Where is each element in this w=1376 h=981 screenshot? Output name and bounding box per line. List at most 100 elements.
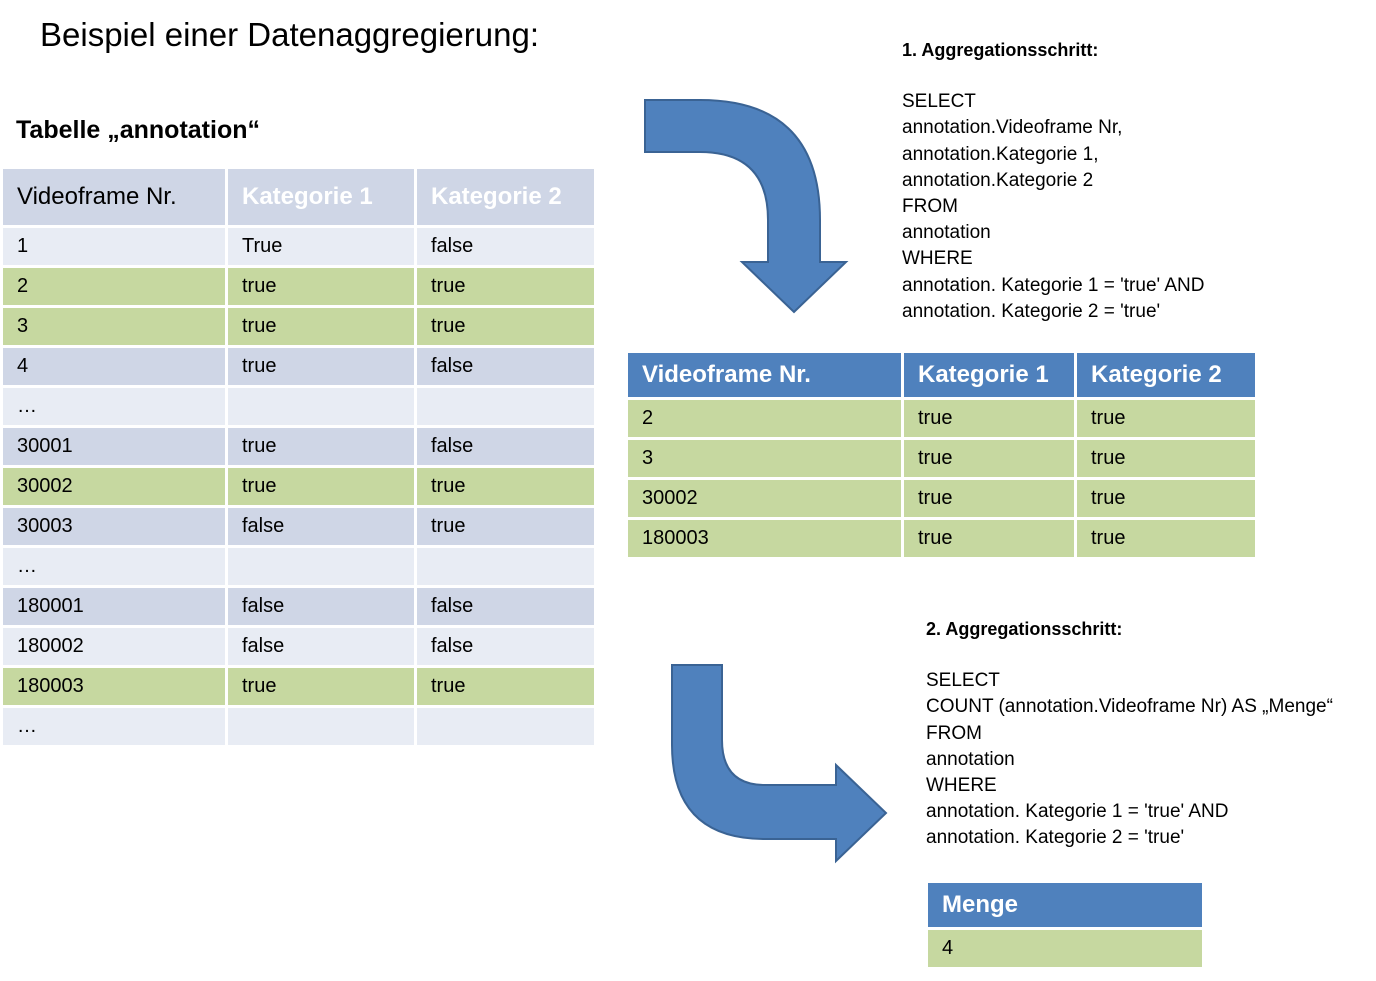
table-row: 180003 true true xyxy=(0,665,597,708)
sql-line: annotation. Kategorie 1 = 'true' AND xyxy=(926,801,1229,823)
table-cell: false xyxy=(414,225,597,268)
table-cell xyxy=(414,545,597,588)
sql-line: annotation. Kategorie 2 = 'true' xyxy=(902,300,1161,322)
table-cell: 30003 xyxy=(0,505,228,548)
table-cell: 3 xyxy=(625,437,904,480)
sql-line: annotation. Kategorie 2 = 'true' xyxy=(926,827,1185,849)
table-cell: true xyxy=(414,305,597,348)
table-row: … xyxy=(0,545,597,588)
curved-arrow-step2 xyxy=(671,664,888,864)
table-cell: true xyxy=(414,465,597,508)
table-row: 4 true false xyxy=(0,345,597,388)
table-row: 180002 false false xyxy=(0,625,597,668)
table-row: 4 xyxy=(925,927,1205,970)
table-cell: 180001 xyxy=(0,585,228,628)
table-cell: 4 xyxy=(0,345,228,388)
table-cell: false xyxy=(414,425,597,468)
sql-line: annotation xyxy=(902,222,991,244)
table-cell xyxy=(225,385,417,428)
table-cell: 3 xyxy=(0,305,228,348)
sql-line: SELECT xyxy=(926,670,1000,692)
table-row: 30001 true false xyxy=(0,425,597,468)
curved-arrow-step1 xyxy=(644,99,849,314)
table-row: 3 true true xyxy=(625,437,1258,480)
sql-line: COUNT (annotation.Videoframe Nr) AS „Men… xyxy=(926,696,1333,718)
step-heading: 1. Aggregationsschritt: xyxy=(902,40,1099,60)
sql-line: annotation.Videoframe Nr, xyxy=(902,117,1123,139)
table-row: 30002 true true xyxy=(625,477,1258,520)
table-cell: true xyxy=(225,465,417,508)
table-cell: 30002 xyxy=(0,465,228,508)
sql-line: annotation.Kategorie 1, xyxy=(902,143,1099,165)
table-row: 180001 false false xyxy=(0,585,597,628)
table-row: 3 true true xyxy=(0,305,597,348)
table-row: 2 true true xyxy=(0,265,597,308)
sql-line: FROM xyxy=(902,196,958,218)
column-header: Kategorie 1 xyxy=(225,166,417,228)
step-heading: 2. Aggregationsschritt: xyxy=(926,619,1123,639)
column-header: Menge xyxy=(925,880,1205,930)
table-cell: … xyxy=(0,385,228,428)
sql-line: annotation. Kategorie 1 = 'true' AND xyxy=(902,274,1205,296)
table-row: … xyxy=(0,385,597,428)
table-cell: 4 xyxy=(925,927,1205,970)
table-cell: true xyxy=(225,305,417,348)
table-cell: 1 xyxy=(0,225,228,268)
table-cell xyxy=(414,705,597,748)
table-cell: true xyxy=(1074,477,1258,520)
sql-line: SELECT xyxy=(902,91,976,113)
table-cell: true xyxy=(225,425,417,468)
table-row: 2 true true xyxy=(625,397,1258,440)
table-header-row: Videoframe Nr. Kategorie 1 Kategorie 2 xyxy=(0,166,597,228)
table-row: … xyxy=(0,705,597,748)
table-cell: true xyxy=(1074,517,1258,560)
table-cell: true xyxy=(1074,437,1258,480)
table-cell: false xyxy=(414,345,597,388)
table-row: 1 True false xyxy=(0,225,597,268)
table-cell: true xyxy=(414,665,597,708)
table-header-row: Videoframe Nr. Kategorie 1 Kategorie 2 xyxy=(625,350,1258,400)
table-cell: 2 xyxy=(0,265,228,308)
table-caption: Tabelle „annotation“ xyxy=(16,116,260,144)
table-cell: true xyxy=(901,477,1077,520)
table-cell: true xyxy=(1074,397,1258,440)
table-cell: 180003 xyxy=(0,665,228,708)
sql-line: WHERE xyxy=(902,248,973,270)
table-cell: 180002 xyxy=(0,625,228,668)
table-cell xyxy=(225,705,417,748)
column-header: Kategorie 2 xyxy=(414,166,597,228)
table-cell: false xyxy=(414,585,597,628)
table-cell: true xyxy=(901,397,1077,440)
table-cell: true xyxy=(225,665,417,708)
column-header: Kategorie 1 xyxy=(901,350,1077,400)
table-cell xyxy=(225,545,417,588)
column-header: Kategorie 2 xyxy=(1074,350,1258,400)
table-cell: … xyxy=(0,545,228,588)
table-cell xyxy=(414,385,597,428)
table-cell: true xyxy=(901,517,1077,560)
column-header: Videoframe Nr. xyxy=(0,166,228,228)
table-cell: false xyxy=(225,505,417,548)
result-table: Videoframe Nr. Kategorie 1 Kategorie 2 2… xyxy=(625,350,1258,560)
table-row: 30003 false true xyxy=(0,505,597,548)
table-row: 180003 true true xyxy=(625,517,1258,560)
column-header: Videoframe Nr. xyxy=(625,350,904,400)
sql-line: annotation.Kategorie 2 xyxy=(902,169,1094,191)
table-cell: 2 xyxy=(625,397,904,440)
aggregation-step-2: 2. Aggregationsschritt: SELECT COUNT (an… xyxy=(926,616,1333,852)
table-cell: false xyxy=(225,625,417,668)
table-cell: false xyxy=(225,585,417,628)
table-row: 30002 true true xyxy=(0,465,597,508)
table-cell: false xyxy=(414,625,597,668)
sql-line: FROM xyxy=(926,722,982,744)
table-cell: True xyxy=(225,225,417,268)
table-cell: … xyxy=(0,705,228,748)
table-cell: true xyxy=(414,505,597,548)
table-cell: 30002 xyxy=(625,477,904,520)
table-cell: true xyxy=(225,345,417,388)
table-cell: true xyxy=(901,437,1077,480)
sql-line: annotation xyxy=(926,748,1015,770)
page-title: Beispiel einer Datenaggregierung: xyxy=(40,16,539,53)
table-cell: true xyxy=(225,265,417,308)
